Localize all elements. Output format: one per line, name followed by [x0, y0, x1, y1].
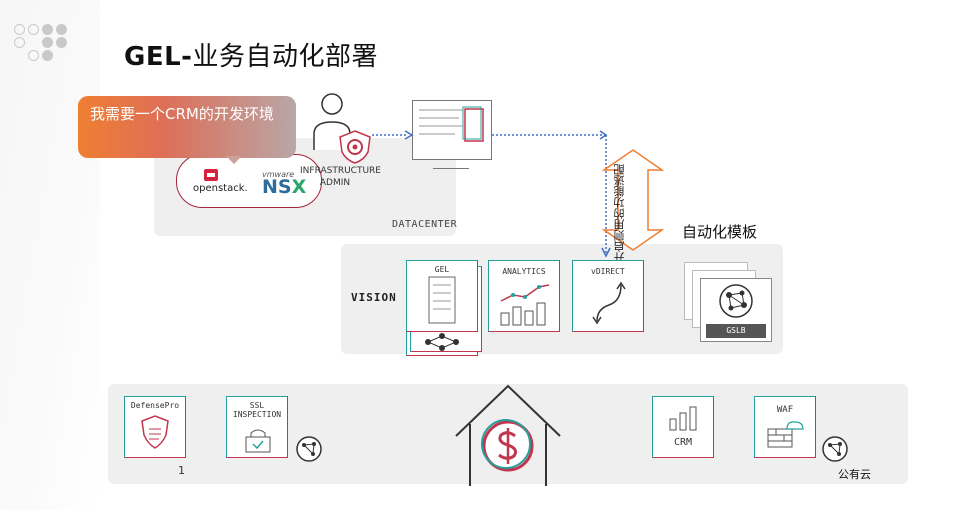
portal-monitor-icon [412, 100, 492, 160]
vmware-text: vmware [262, 170, 295, 179]
defensepro-card: DefensePro [124, 396, 186, 458]
crm-label: CRM [673, 437, 693, 448]
slide-title-bold: GEL- [124, 42, 193, 72]
ssl-inspection-card: SSL INSPECTION [226, 396, 288, 458]
nsx-x: X [291, 176, 307, 198]
slide-title-rest: 业务自动化部署 [192, 42, 378, 72]
bars-icon [669, 406, 697, 431]
admin-caption: INFRASTRUCTURE ADMIN [300, 165, 381, 189]
templates-label: 自动化模板 [682, 223, 758, 241]
corner-dots-logo [14, 24, 74, 64]
monitor-stand [433, 160, 469, 169]
arrow-caption: 开启则用的功能逃配 [613, 164, 626, 263]
crm-card: CRM [652, 396, 714, 458]
request-speech-bubble: 我需要一个CRM的开发环境 [78, 96, 296, 158]
admin-caption-line1: INFRASTRUCTURE [300, 166, 381, 176]
ssl-label: SSL INSPECTION [227, 401, 287, 419]
slide-title: GEL-业务自动化部署 [124, 36, 378, 73]
network-nodes-icon [425, 333, 459, 351]
bar-trend-icon [500, 284, 550, 326]
building-icon [428, 276, 456, 324]
ssl-label-line2: INSPECTION [232, 410, 282, 419]
vision-label: VISION [351, 291, 397, 304]
globe-icon-cloud [822, 436, 848, 462]
firewall-cloud-icon [767, 421, 804, 448]
flow-arrow-portal-to-vision [492, 130, 611, 258]
shield-gear-icon [339, 130, 371, 164]
nsx-logo: NSX [262, 176, 306, 198]
gel-label: GEL [434, 265, 450, 274]
analytics-label: ANALYTICS [502, 267, 546, 276]
vdirect-label: vDIRECT [591, 267, 625, 276]
ssl-label-line1: SSL [249, 401, 265, 410]
speech-bubble-tail [226, 156, 242, 164]
globe-icon-ssl [296, 436, 322, 462]
path-arrow-icon [592, 281, 626, 325]
waf-card: WAF [754, 396, 816, 458]
openstack-text: openstack. [193, 183, 248, 194]
openstack-icon [204, 169, 218, 181]
public-cloud-label: 公有云 [838, 468, 871, 481]
shield-icon [141, 415, 169, 449]
nsx-ns: NS [262, 176, 292, 198]
house-dollar-icon [455, 384, 561, 486]
double-arrow-icon [601, 149, 665, 251]
service-count: 1 [178, 464, 185, 477]
flow-arrow-admin-to-portal [372, 130, 414, 140]
cloud-platform-pill [176, 154, 322, 208]
gel-card: GEL [406, 260, 478, 332]
analytics-card: ANALYTICS [488, 260, 560, 332]
left-decor-band [0, 0, 100, 510]
datacenter-label: DATACENTER [392, 219, 458, 230]
gslb-label: GSLB [706, 324, 766, 338]
defensepro-label: DefensePro [130, 401, 180, 410]
vdirect-card: vDIRECT [572, 260, 644, 332]
waf-label: WAF [776, 405, 794, 415]
lock-icon [245, 429, 271, 453]
admin-caption-line2: ADMIN [319, 178, 351, 188]
globe-icon [719, 284, 753, 318]
